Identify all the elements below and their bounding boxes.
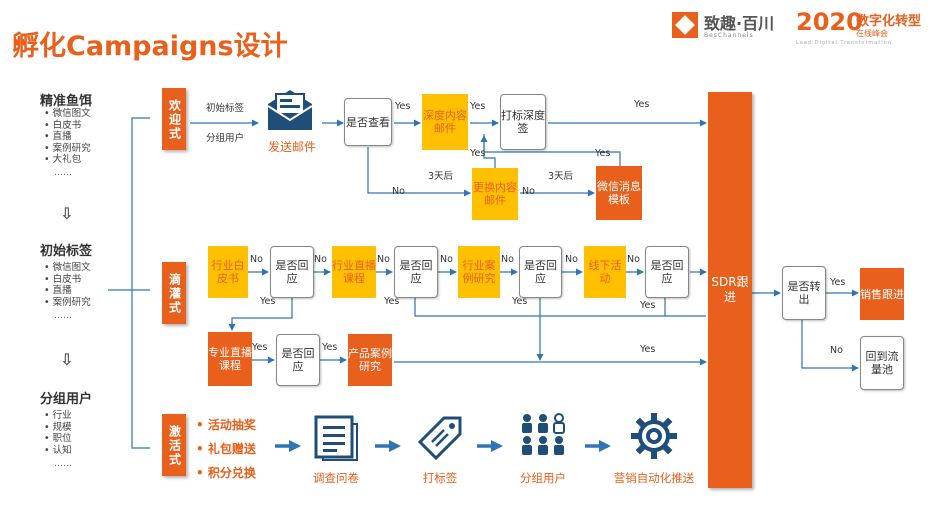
product-case-node: 产品案例研究 <box>348 334 392 386</box>
yes-label: Yes <box>322 342 338 353</box>
no-label: No <box>392 186 405 197</box>
yes-label: Yes <box>640 344 656 355</box>
summit-subtitle: 在线峰会 <box>856 29 888 38</box>
summit-title: 数字化转型 <box>856 14 922 29</box>
change-content-email-node: 更换内容邮件 <box>472 168 518 220</box>
list-item: 案例研究 <box>44 143 91 155</box>
list-item: 直播 <box>44 285 91 297</box>
yes-label: Yes <box>384 296 400 307</box>
offline-event-node: 线下活动 <box>584 246 626 298</box>
deep-content-email-node: 深度内容邮件 <box>422 94 468 150</box>
initial-tags-heading: 初始标签 <box>40 244 93 259</box>
sales-follow-up-node: 销售跟进 <box>860 268 904 320</box>
down-arrow-icon: ⇩ <box>60 350 74 369</box>
summit-logo: 2020 数字化转型 在线峰会 Lead Digital Transformat… <box>796 8 936 48</box>
down-arrow-icon: ⇩ <box>60 204 74 223</box>
survey-label: 调查问卷 <box>313 471 359 485</box>
replied-node: 是否回应 <box>645 246 689 298</box>
replied-node: 是否回应 <box>394 246 438 298</box>
sdr-follow-up-bar: SDR跟进 <box>708 92 752 488</box>
tag-label: 打标签 <box>422 471 458 485</box>
replied-node: 是否回应 <box>519 246 562 298</box>
list-item: 行业 <box>44 410 72 422</box>
no-label: No <box>440 254 453 265</box>
industry-case-node: 行业案例研究 <box>458 246 500 298</box>
email-icon <box>264 86 316 132</box>
no-label: No <box>565 254 578 265</box>
replied-node: 是否回应 <box>270 246 314 298</box>
replied-node: 是否回应 <box>276 334 320 386</box>
category-activate: 激活式 <box>162 414 186 476</box>
list-item: 职位 <box>44 433 72 445</box>
yes-label: Yes <box>260 296 276 307</box>
lead-magnet-heading: 精准鱼饵 <box>40 94 93 109</box>
no-label: No <box>501 254 514 265</box>
zhiqu-logo-sub: BesChannels <box>704 32 754 39</box>
yes-label: Yes <box>395 101 411 112</box>
activate-bullet: 礼包赠送 <box>196 440 256 457</box>
zhiqu-logo: 致趣·百川 BesChannels <box>672 10 784 44</box>
industry-whitepaper-node: 行业白皮书 <box>208 246 248 298</box>
activate-bullet: 积分兑换 <box>196 464 256 481</box>
no-label: No <box>250 254 263 265</box>
welcome-in-label-tags: 初始标签 <box>206 103 245 114</box>
gear-icon <box>628 410 680 462</box>
page-title: 孵化Campaigns设计 <box>12 31 288 62</box>
summit-year: 2020 <box>796 8 863 36</box>
yes-label: Yes <box>252 342 268 353</box>
marketing-automation-label: 营销自动化推送 <box>613 471 695 485</box>
pro-live-node: 专业直播课程 <box>208 332 252 386</box>
grouped-users-more: …… <box>54 459 72 469</box>
list-item: 微信图文 <box>44 262 91 274</box>
tag-deep-node: 打标深度签 <box>500 94 546 150</box>
back-to-pool-node: 回到流量池 <box>860 336 904 390</box>
no-label: No <box>830 345 843 356</box>
survey-icon <box>313 414 359 462</box>
send-email-label: 发送邮件 <box>267 140 316 154</box>
convert-decision-node: 是否转出 <box>782 266 826 320</box>
list-item: 规模 <box>44 422 72 434</box>
zhiqu-logo-name: 致趣·百川 <box>704 14 775 33</box>
yes-label: Yes <box>595 148 611 159</box>
activate-bullet: 活动抽奖 <box>196 416 256 433</box>
no-label: No <box>314 254 327 265</box>
welcome-in-label-groups: 分组用户 <box>206 133 245 144</box>
is-viewed-node: 是否查看 <box>344 98 392 146</box>
zhiqu-logo-icon <box>672 12 698 38</box>
yes-label: Yes <box>830 277 846 288</box>
category-welcome: 欢迎式 <box>162 88 186 150</box>
yes-label: Yes <box>634 99 650 110</box>
initial-tags-more: …… <box>54 311 72 321</box>
wechat-template-node: 微信消息模板 <box>596 166 642 220</box>
category-drip: 滴灌式 <box>162 262 186 324</box>
summit-tagline: Lead Digital Transformation <box>796 40 892 46</box>
tag-icon <box>414 412 466 464</box>
grouped-users-icon <box>518 412 568 462</box>
lead-magnet-more: …… <box>54 168 72 178</box>
grouped-users-heading: 分组用户 <box>40 392 93 407</box>
yes-label: Yes <box>470 101 486 112</box>
three-days-label: 3天后 <box>548 171 574 182</box>
grouped-users-step-label: 分组用户 <box>520 471 566 485</box>
yes-label: Yes <box>470 148 486 159</box>
no-label: No <box>522 186 535 197</box>
list-item: 微信图文 <box>44 108 91 120</box>
three-days-label: 3天后 <box>428 171 454 182</box>
yes-label: Yes <box>640 300 656 311</box>
list-item: 白皮书 <box>44 274 91 286</box>
list-item: 案例研究 <box>44 297 91 309</box>
no-label: No <box>627 254 640 265</box>
industry-live-node: 行业直播课程 <box>332 246 376 298</box>
initial-tags-list: 微信图文 白皮书 直播 案例研究 <box>44 262 91 308</box>
lead-magnet-list: 微信图文 白皮书 直播 案例研究 大礼包 <box>44 108 91 166</box>
list-item: 白皮书 <box>44 120 91 132</box>
list-item: 直播 <box>44 131 91 143</box>
no-label: No <box>377 254 390 265</box>
list-item: 认知 <box>44 445 72 457</box>
list-item: 大礼包 <box>44 154 91 166</box>
grouped-users-list: 行业 规模 职位 认知 <box>44 410 72 456</box>
yes-label: Yes <box>512 296 528 307</box>
